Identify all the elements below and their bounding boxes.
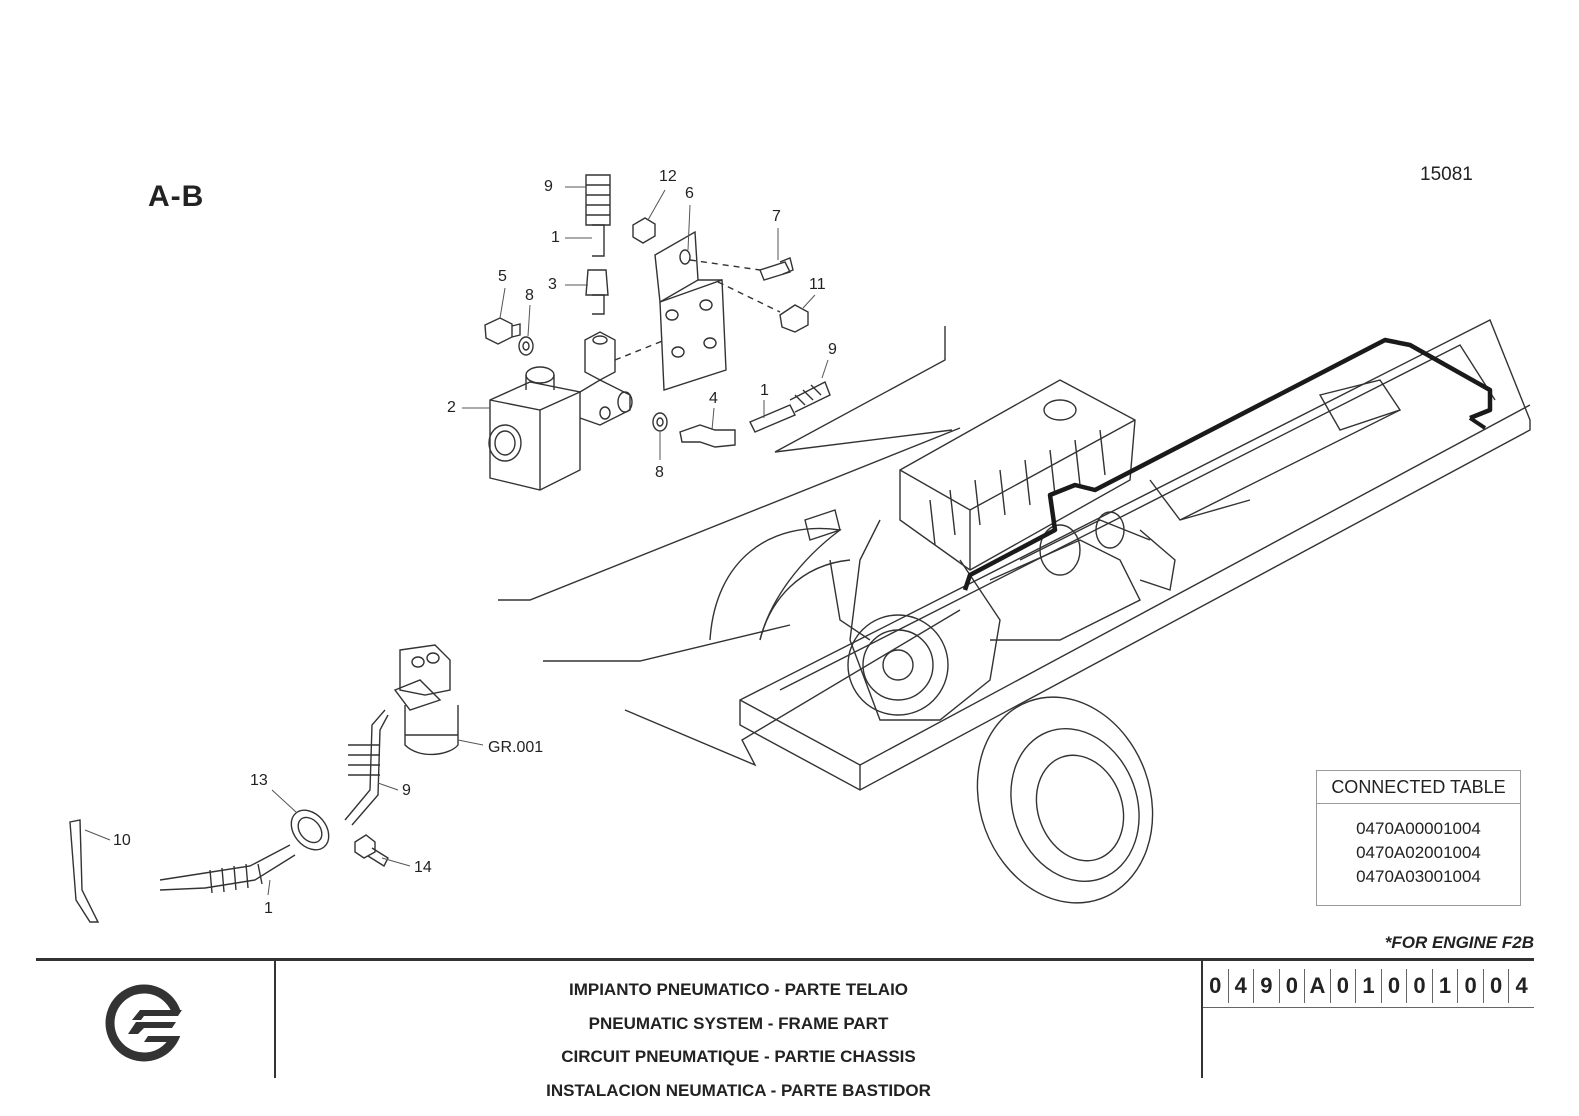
callout-2: 2 [447, 399, 456, 416]
callout-9: 9 [828, 341, 837, 358]
code-char: 4 [1515, 973, 1528, 998]
hose-coil-9 [344, 709, 389, 826]
title-french: CIRCUIT PNEUMATIQUE - PARTIE CHASSIS [561, 1047, 916, 1066]
code-char: 0 [1458, 969, 1484, 1003]
code-char: 0 [1382, 969, 1408, 1003]
code-char: 4 [1229, 969, 1255, 1003]
connected-table-code[interactable]: 0470A02001004 [1356, 843, 1481, 862]
figure-number: 15081 [1420, 164, 1473, 185]
hose-1 [159, 844, 296, 894]
pneumatic-pipe [962, 337, 1493, 591]
callout-9: 9 [402, 782, 411, 799]
engine-note: *FOR ENGINE F2B [1384, 933, 1534, 952]
code-char: 1 [1356, 969, 1382, 1003]
company-logo-icon [105, 984, 186, 1062]
small-parts [484, 217, 831, 448]
title-block-separator [1201, 961, 1203, 1078]
strap-10 [69, 819, 100, 923]
title-english: PNEUMATIC SYSTEM - FRAME PART [588, 1013, 889, 1033]
callout-4: 4 [709, 390, 718, 407]
front-wheel [976, 696, 1154, 904]
title-block-divider [36, 958, 1534, 961]
callout-8: 8 [655, 464, 664, 481]
hose-clamp-13 [290, 809, 330, 851]
callout-8: 8 [525, 287, 534, 304]
connected-table-title: CONNECTED TABLE [1317, 771, 1520, 804]
callout-11: 11 [809, 276, 826, 293]
callout-gr001: GR.001 [488, 739, 544, 756]
connected-table-code[interactable]: 0470A00001004 [1356, 819, 1481, 838]
code-underline [1203, 1007, 1534, 1008]
connected-table: CONNECTED TABLE 0470A00001004 0470A02001… [1316, 770, 1521, 906]
code-char: 0 [1407, 969, 1433, 1003]
callout-1: 1 [760, 382, 769, 399]
rear-wheel [709, 527, 851, 641]
code-char: 9 [1254, 969, 1280, 1003]
callout-7: 7 [772, 208, 781, 225]
code-char: 1 [1433, 969, 1459, 1003]
connected-table-code[interactable]: 0470A03001004 [1356, 867, 1481, 886]
code-char: 0 [1203, 969, 1229, 1003]
drawing-titles: IMPIANTO PNEUMATICO - PARTE TELAIO PNEUM… [276, 973, 1201, 1107]
callout-10: 10 [113, 832, 131, 849]
callout-1: 1 [551, 229, 560, 246]
section-label: A-B [148, 180, 205, 213]
code-char: A [1305, 969, 1331, 1003]
dashed-mount-lines [614, 259, 781, 361]
fuel-filter-group [393, 644, 459, 756]
callout-9: 9 [544, 178, 553, 195]
callout-6: 6 [685, 185, 694, 202]
callout-3: 3 [548, 276, 557, 293]
title-italian: IMPIANTO PNEUMATICO - PARTE TELAIO [568, 980, 909, 999]
mounting-bracket [654, 230, 727, 391]
chassis-frame [739, 319, 1531, 791]
code-char: 0 [1331, 969, 1357, 1003]
callout-14: 14 [414, 859, 432, 876]
code-char: 0 [1484, 969, 1510, 1003]
drawing-code: 0 4 9 0 A 0 1 0 0 1 0 0 4 [1203, 969, 1534, 1003]
engine-block [804, 379, 1176, 721]
callout-1: 1 [264, 900, 273, 917]
callout-12: 12 [659, 168, 677, 185]
valve-body [488, 331, 633, 491]
title-spanish: INSTALACION NEUMATICA - PARTE BASTIDOR [546, 1080, 931, 1100]
title-block-separator [274, 961, 276, 1078]
code-char: 0 [1280, 969, 1306, 1003]
fitting-stack [585, 174, 611, 315]
bolt-14 [354, 834, 389, 868]
callout-13: 13 [250, 772, 268, 789]
callout-5: 5 [498, 268, 507, 285]
